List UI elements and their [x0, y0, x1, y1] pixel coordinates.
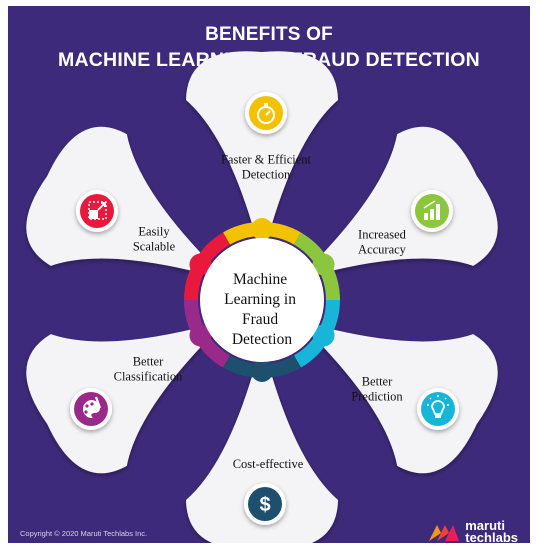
- petal-label-4: Cost-effective: [233, 457, 304, 471]
- brand-line-2: techlabs: [465, 530, 518, 543]
- brand-name: maruti techlabs: [465, 518, 518, 543]
- ring-node-4: [251, 360, 273, 382]
- dollar-icon: $: [244, 483, 286, 525]
- ring-node-1: [251, 218, 273, 240]
- ring-node-3: [312, 324, 335, 347]
- brand-mark-icon: [429, 525, 460, 541]
- petal-label-line: Accuracy: [358, 243, 407, 257]
- expand-icon: [76, 190, 118, 232]
- hub-line-4: Detection: [232, 331, 293, 348]
- petal-6: [26, 126, 228, 280]
- ring-node-6: [189, 253, 212, 276]
- petal-label-line: Better: [133, 355, 164, 369]
- petal-5: [26, 320, 228, 474]
- stopwatch-icon: [245, 92, 287, 134]
- petal-label-line: Prediction: [351, 390, 403, 404]
- petal-label-line: Scalable: [133, 240, 176, 254]
- petal-2: [296, 126, 498, 280]
- hub-line-3: Fraud: [242, 311, 278, 328]
- palette-icon: [70, 388, 112, 430]
- copyright-text: Copyright © 2020 Maruti Techlabs Inc.: [20, 529, 148, 538]
- petal-label-line: Easily: [138, 225, 170, 239]
- petal-4: [186, 340, 338, 543]
- svg-text:$: $: [259, 494, 270, 516]
- petal-label-line: Cost-effective: [233, 457, 304, 471]
- petal-label-line: Faster & Efficient: [221, 153, 312, 167]
- ring-node-5: [189, 324, 212, 347]
- hub-line-2: Learning in: [224, 291, 296, 308]
- hub-circle: [200, 238, 324, 362]
- petal-1: [186, 51, 338, 260]
- infographic-canvas: BENEFITS OF MACHINE LEARNING IN FRAUD DE…: [8, 6, 530, 543]
- lightbulb-icon: [417, 388, 459, 430]
- petal-3: [296, 320, 498, 474]
- petal-label-line: Classification: [114, 370, 183, 384]
- petal-label-line: Increased: [358, 228, 407, 242]
- ring-node-2: [312, 253, 335, 276]
- brand-logo: maruti techlabs: [427, 518, 518, 543]
- hub-label: Machine Learning in Fraud Detection: [224, 271, 300, 348]
- bar-chart-icon: [411, 190, 453, 232]
- petal-label-line: Better: [362, 375, 393, 389]
- petal-label-line: Detection: [242, 168, 291, 182]
- title-line-1: BENEFITS OF: [205, 24, 333, 45]
- hub-line-1: Machine: [233, 271, 287, 288]
- brand-line-1: maruti: [465, 518, 505, 533]
